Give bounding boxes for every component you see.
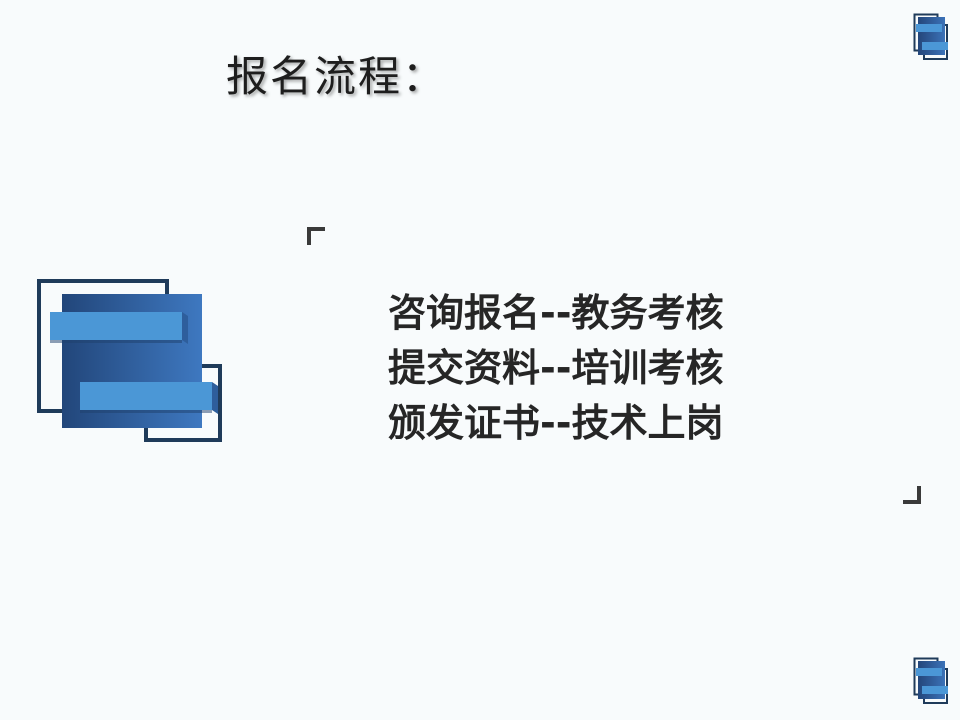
process-step: 提交资料--培训考核 [388,346,724,390]
corner-bracket-bottom-right [903,486,921,504]
process-steps: 咨询报名--教务考核 提交资料--培训考核 颁发证书--技术上岗 [388,286,808,451]
process-step: 颁发证书--技术上岗 [388,401,724,445]
slide-title: 报名流程： [226,52,447,101]
stacked-blocks-icon [913,13,948,60]
corner-bracket-top-left [307,227,325,245]
process-step: 咨询报名--教务考核 [388,291,724,335]
stacked-blocks-icon [37,279,222,442]
stacked-blocks-icon [913,657,948,704]
